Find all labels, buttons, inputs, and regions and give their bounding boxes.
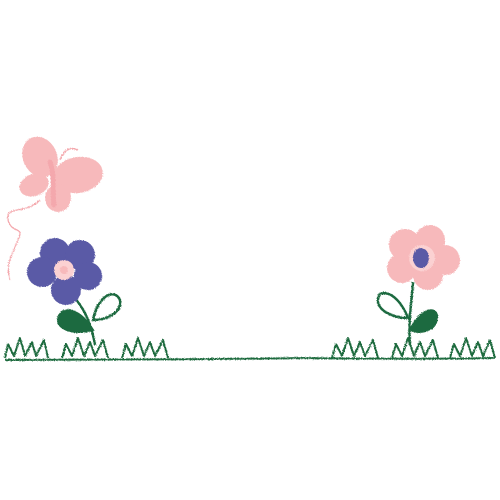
- purple-flower-petal: [51, 275, 81, 305]
- ground-line: [4, 357, 496, 361]
- pink-flower-stem: [408, 281, 415, 346]
- grass-icon: [4, 337, 496, 361]
- butterfly-wing-lower-right: [45, 184, 71, 212]
- purple-flower-petal: [74, 262, 102, 290]
- butterfly-wing-lower-left: [19, 173, 49, 197]
- grass-tuft: [331, 337, 379, 359]
- pink-flower-center: [413, 248, 429, 268]
- butterfly-string: [7, 199, 41, 281]
- butterfly-antenna: [59, 147, 79, 161]
- butterfly-body: [47, 159, 57, 208]
- pink-flower-leaf-right: [408, 309, 439, 333]
- butterfly-wing-upper-right: [53, 156, 103, 194]
- purple-flower-leaf-left: [56, 309, 95, 333]
- grass-tuft: [61, 337, 109, 359]
- grass-tuft: [4, 337, 49, 359]
- grass-tuft: [449, 337, 496, 359]
- purple-flower-center-dot: [60, 266, 68, 274]
- grass-tuft: [121, 337, 169, 359]
- purple-flower-petal: [27, 257, 57, 287]
- butterfly-icon: [7, 136, 103, 281]
- pink-flower-icon: [376, 225, 460, 346]
- purple-flower-leaf-right: [91, 293, 122, 322]
- grass-tuft: [391, 337, 439, 359]
- pink-flower-leaf-left: [376, 291, 410, 320]
- butterfly-wing-upper-left: [22, 136, 58, 178]
- purple-flower-icon: [27, 238, 122, 346]
